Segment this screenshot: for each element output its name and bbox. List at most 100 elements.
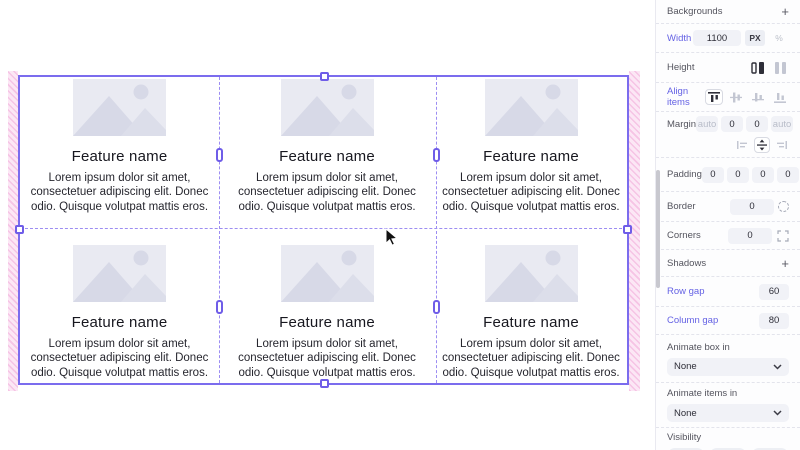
design-canvas[interactable]: Feature name Lorem ipsum dolor sit amet,… <box>0 0 655 450</box>
row-gap-guide <box>20 228 627 229</box>
row-gap-label: Row gap <box>667 286 705 297</box>
visibility-section: Visibility <box>656 428 800 450</box>
feature-grid: Feature name Lorem ipsum dolor sit amet,… <box>20 77 627 383</box>
margin-justify-start-icon[interactable] <box>735 137 749 153</box>
visibility-option-button[interactable] <box>667 448 705 450</box>
selected-grid-section[interactable]: Feature name Lorem ipsum dolor sit amet,… <box>15 72 632 388</box>
margin-bottom-input[interactable] <box>746 116 769 132</box>
feature-body[interactable]: Lorem ipsum dolor sit amet, consectetuer… <box>30 338 209 379</box>
feature-title[interactable]: Feature name <box>483 314 579 331</box>
visibility-label: Visibility <box>667 432 702 443</box>
margin-center-icon[interactable] <box>754 137 770 153</box>
selection-margin-hatch-left <box>8 71 18 391</box>
align-bottom-icon[interactable] <box>771 89 789 105</box>
chevron-down-icon <box>773 363 782 370</box>
feature-card[interactable]: Feature name Lorem ipsum dolor sit amet,… <box>435 228 627 383</box>
feature-card[interactable]: Feature name Lorem ipsum dolor sit amet,… <box>219 228 435 383</box>
height-fixed-icon[interactable] <box>771 60 789 76</box>
resize-handle-top[interactable] <box>320 72 329 81</box>
properties-panel: Backgrounds + Width PX % Height Align it… <box>655 0 800 450</box>
width-label: Width <box>667 32 692 44</box>
add-shadow-button[interactable]: + <box>781 255 789 271</box>
padding-left-input[interactable] <box>701 166 724 183</box>
margin-top-input[interactable] <box>721 116 744 132</box>
mouse-cursor-icon <box>385 228 399 246</box>
corner-radius-input[interactable] <box>728 227 772 244</box>
chevron-down-icon <box>773 410 782 416</box>
animate-box-select[interactable]: None <box>667 357 789 376</box>
height-label: Height <box>667 62 695 73</box>
image-placeholder-icon[interactable] <box>73 79 166 136</box>
row-gap-input[interactable] <box>759 283 789 300</box>
feature-body[interactable]: Lorem ipsum dolor sit amet, consectetuer… <box>30 172 209 213</box>
feature-body[interactable]: Lorem ipsum dolor sit amet, consectetuer… <box>442 172 620 213</box>
feature-title[interactable]: Feature name <box>483 148 579 165</box>
resize-handle-left[interactable] <box>15 225 24 234</box>
visibility-option-button[interactable] <box>709 448 747 450</box>
resize-handle-right[interactable] <box>623 225 632 234</box>
column-gap-handle[interactable] <box>216 300 223 314</box>
feature-card[interactable]: Feature name Lorem ipsum dolor sit amet,… <box>20 228 219 383</box>
animate-items-value: None <box>674 407 697 419</box>
corners-label: Corners <box>667 230 701 241</box>
column-gap-handle[interactable] <box>216 148 223 162</box>
feature-card[interactable]: Feature name Lorem ipsum dolor sit amet,… <box>20 77 219 228</box>
feature-body[interactable]: Lorem ipsum dolor sit amet, consectetuer… <box>238 172 416 213</box>
image-placeholder-icon[interactable] <box>484 79 578 136</box>
margin-justify-end-icon[interactable] <box>775 137 789 153</box>
feature-body[interactable]: Lorem ipsum dolor sit amet, consectetuer… <box>442 338 620 379</box>
align-top-icon[interactable] <box>705 89 723 105</box>
canvas-scrollbar[interactable] <box>656 170 660 288</box>
feature-body[interactable]: Lorem ipsum dolor sit amet, consectetuer… <box>238 338 416 379</box>
visibility-option-button[interactable] <box>751 448 789 450</box>
padding-label: Padding <box>667 169 702 180</box>
feature-title[interactable]: Feature name <box>71 148 168 165</box>
column-gap-input[interactable] <box>759 312 789 329</box>
border-label: Border <box>667 201 696 212</box>
feature-card[interactable]: Feature name Lorem ipsum dolor sit amet,… <box>219 77 435 228</box>
padding-bottom-input[interactable] <box>751 166 774 183</box>
animate-items-select[interactable]: None <box>667 404 789 422</box>
column-gap-handle[interactable] <box>433 148 440 162</box>
animate-items-label: Animate items in <box>667 388 738 399</box>
corners-icon[interactable] <box>776 228 789 244</box>
align-baseline-icon[interactable] <box>749 89 767 105</box>
animate-box-label: Animate box in <box>667 341 730 353</box>
unit-percent-button[interactable]: % <box>775 33 783 43</box>
margin-label: Margin <box>667 118 697 130</box>
selection-margin-hatch-right <box>629 71 640 391</box>
backgrounds-section: Backgrounds + <box>656 0 800 24</box>
height-auto-icon[interactable] <box>749 60 767 76</box>
feature-title[interactable]: Feature name <box>279 148 375 165</box>
align-center-icon[interactable] <box>727 89 745 105</box>
column-gap-guide <box>219 77 220 383</box>
border-width-input[interactable] <box>730 198 774 215</box>
image-placeholder-icon[interactable] <box>484 245 578 302</box>
align-items-section: Align items <box>656 83 800 112</box>
margin-section: Margin <box>656 112 800 158</box>
feature-title[interactable]: Feature name <box>71 314 168 331</box>
animate-box-section: Animate box in None <box>656 335 800 383</box>
row-gap-section: Row gap <box>656 277 800 307</box>
image-placeholder-icon[interactable] <box>280 245 374 302</box>
width-section: Width PX % <box>656 24 800 53</box>
shadows-label: Shadows <box>667 257 707 269</box>
feature-title[interactable]: Feature name <box>279 314 375 331</box>
image-placeholder-icon[interactable] <box>280 79 374 136</box>
border-style-icon[interactable] <box>778 201 789 212</box>
resize-handle-bottom[interactable] <box>320 379 329 388</box>
margin-right-input[interactable] <box>771 116 794 132</box>
add-background-button[interactable]: + <box>781 4 789 19</box>
padding-top-input[interactable] <box>726 166 749 183</box>
padding-section: Padding <box>656 158 800 192</box>
width-input[interactable] <box>693 30 741 46</box>
align-items-label: Align items <box>667 86 690 108</box>
column-gap-handle[interactable] <box>433 300 440 314</box>
margin-left-input[interactable] <box>696 116 719 132</box>
backgrounds-label: Backgrounds <box>667 6 723 17</box>
unit-px-button[interactable]: PX <box>745 30 765 46</box>
padding-right-input[interactable] <box>776 166 799 183</box>
image-placeholder-icon[interactable] <box>73 245 166 302</box>
column-gap-label: Column gap <box>667 315 719 326</box>
feature-card[interactable]: Feature name Lorem ipsum dolor sit amet,… <box>435 77 627 228</box>
